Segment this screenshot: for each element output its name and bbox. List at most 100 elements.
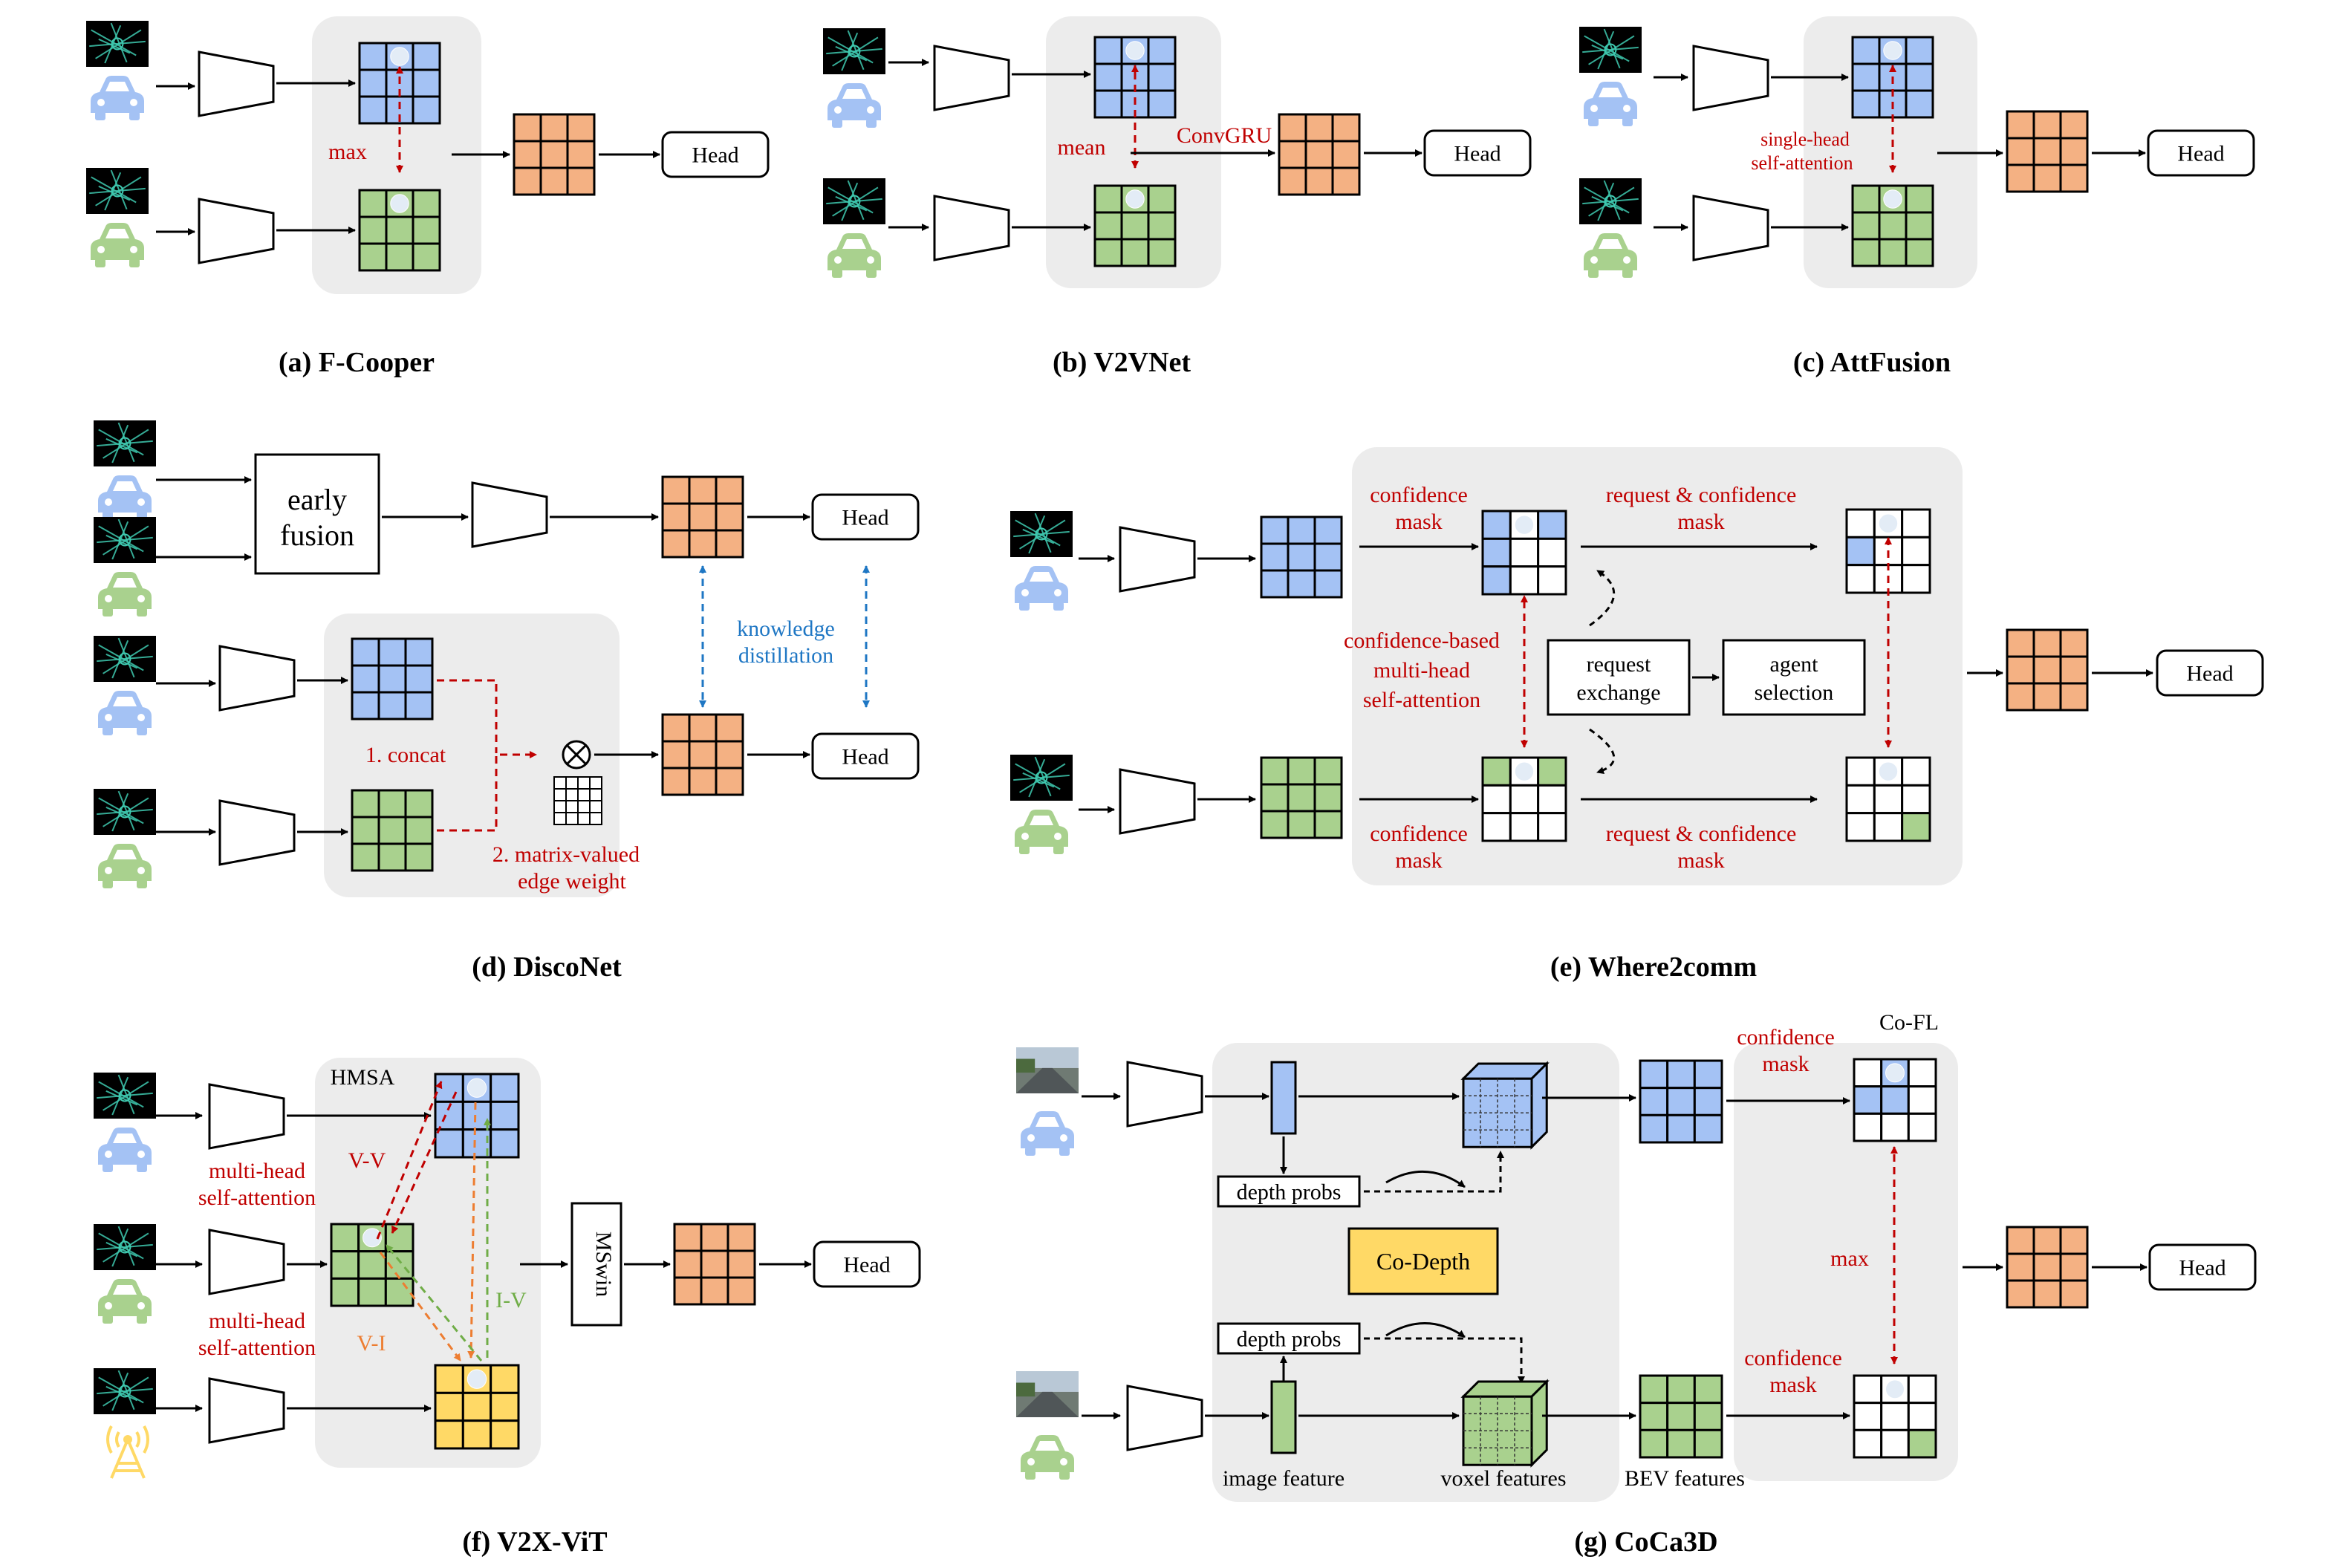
grid-cell [1907,1085,1937,1115]
lidar-thumbnail-icon [86,21,149,67]
grid-cell [2006,1226,2035,1255]
label: V-I [357,1331,386,1356]
grid-cell [490,1128,520,1159]
lidar-scan [97,655,153,663]
car-wheel [137,726,147,735]
grid-cell [726,1276,756,1306]
car-wheel [1059,1471,1070,1480]
grid-d-green [351,789,434,872]
label: BEV features [1625,1466,1745,1491]
grid-cell [688,502,718,532]
query-dot [1878,761,1899,781]
encoder [1692,45,1769,111]
grid-cell [434,1391,464,1422]
agent-selection-box [1722,639,1866,716]
grid-cell [1260,515,1290,545]
lidar-scan [117,790,135,831]
label: HMSA [331,1065,395,1090]
grid-cell [513,113,542,143]
grid-cell [358,189,388,218]
query-dot [390,194,409,213]
co-depth-box [1347,1227,1499,1295]
depth-probs-bottom [1217,1322,1361,1355]
grid-cell [1878,211,1908,241]
lidar-thumbnail-icon [86,168,149,214]
early-fusion-box [254,453,380,575]
cube-side [1530,1061,1548,1150]
grid-cell [1693,1087,1723,1116]
car-body [828,83,881,120]
grid-cell [1278,140,1307,169]
lidar-scan [841,32,859,71]
grid-cell [688,767,718,796]
lidar-ring [1035,771,1048,784]
grid-cell [1260,569,1290,599]
encoder [208,1229,285,1295]
lidar-scan [111,793,129,832]
depth-to-voxel [1364,1151,1504,1193]
lidar-thumbnail-icon [94,1224,156,1270]
grid-cell [1093,238,1123,267]
grid-cell [412,95,441,125]
grid-e-blue-masked [1481,510,1567,596]
car-green-icon [828,233,881,278]
grid-cell [358,42,388,71]
grid-cell [2032,628,2062,658]
grid-cell [490,1364,520,1394]
grid-cell [1537,812,1567,842]
car-light [867,256,874,264]
grid-cell [1907,1058,1937,1088]
car-wheel [866,269,877,278]
grid-cell [566,166,596,196]
car-light [1623,105,1630,112]
car-body [1015,566,1068,603]
grid-cell [412,215,441,245]
label: voxel features [1440,1466,1566,1491]
grid-f-yellow [434,1364,520,1450]
lidar-scan [1034,513,1052,553]
lidar-scan [826,198,882,205]
grid-cell [700,1249,729,1279]
grid-cell [351,816,380,845]
grid-cell [1304,113,1334,143]
lidar-scan [1603,180,1621,221]
grid-cell [412,68,441,98]
label: image feature [1223,1466,1345,1491]
grid-cell [330,1250,360,1280]
lidar-scan [841,182,859,221]
lidar-scan [835,195,868,212]
car-light [1021,833,1029,840]
grid-cell [384,1223,414,1253]
grid-cell [1845,784,1876,815]
lidar-thumbnail-icon [823,28,885,74]
label: max [1830,1246,1869,1271]
grid-cell [1905,62,1934,92]
lidar-scan [117,637,135,678]
grid-cell [661,713,691,743]
car-wheel [1588,117,1599,126]
car-body [91,76,144,113]
grid-cell [1666,1087,1696,1116]
grid-cell [1481,565,1512,596]
encoder [218,645,296,712]
grid-cell [1537,784,1567,815]
grid-cell [330,1277,360,1307]
car-body [1021,1111,1074,1148]
exchange-curve [1589,728,1616,775]
grid-cell [1147,238,1177,267]
grid-cell [688,740,718,770]
car-wheel [137,1315,147,1324]
car-wheel [1053,845,1064,854]
label: I-V [495,1288,527,1312]
label: self-attention [1363,688,1480,712]
head-box-label: Head [2186,662,2233,686]
head-box-label: Head [692,143,738,168]
car-body [98,691,152,728]
grid-cell [1666,1059,1696,1090]
grid-cell [404,842,434,872]
lidar-scan [1591,44,1624,60]
lidar-scan [1028,515,1046,554]
grid-cell [1873,784,1904,815]
label: mask [1677,848,1724,873]
car-blue-icon [1021,1111,1074,1156]
